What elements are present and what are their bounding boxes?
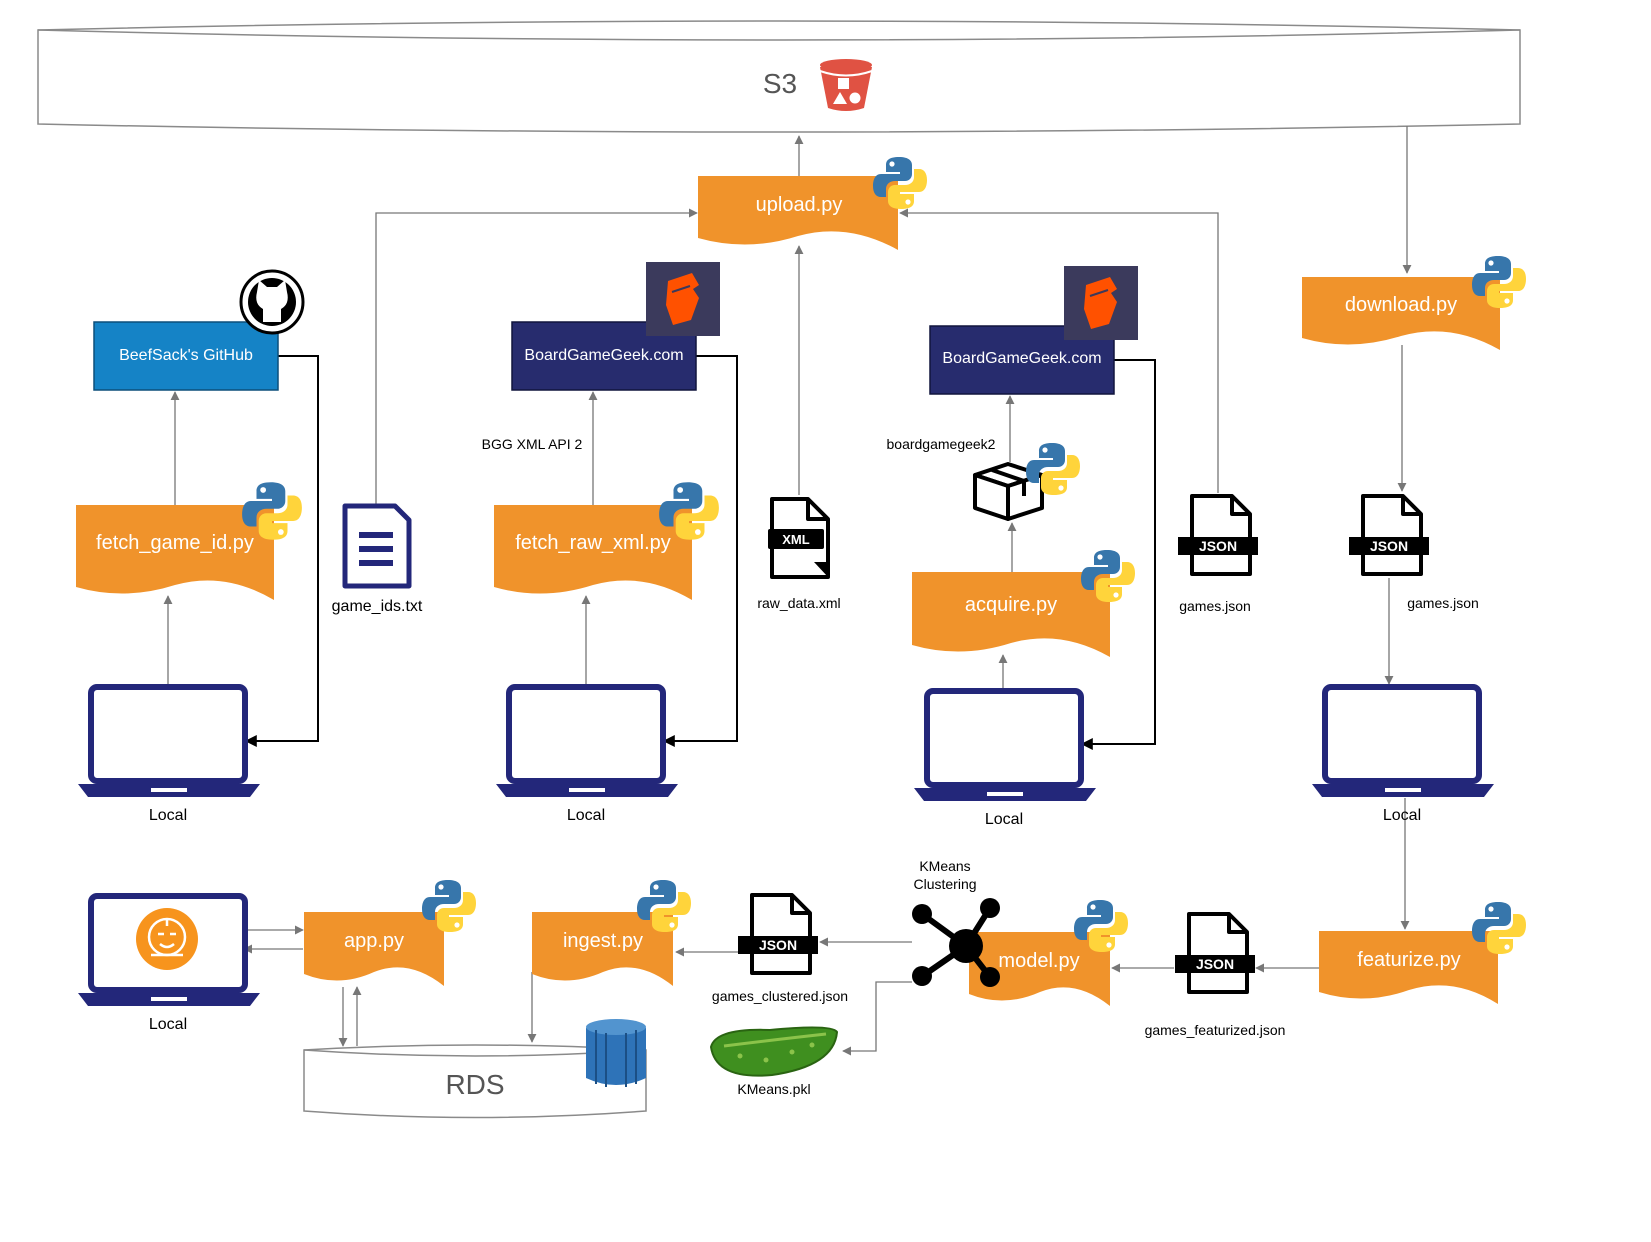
script-fetch-game-id: fetch_game_id.py: [76, 482, 302, 600]
json-file-icon: [1173, 912, 1257, 994]
json-badge: JSON: [1196, 956, 1234, 972]
json-file-icon: [1347, 494, 1431, 576]
local-label: Local: [149, 1016, 187, 1033]
json-badge: JSON: [1370, 538, 1408, 554]
local-machine-1: Local: [78, 687, 260, 824]
local-machine-4: Local: [1312, 687, 1494, 824]
package-boardgamegeek2: boardgamegeek2: [887, 436, 1080, 521]
app-logo-icon: [136, 908, 198, 970]
github-icon: [239, 269, 305, 335]
document-icon: [342, 503, 412, 589]
script-ingest-label: ingest.py: [563, 930, 643, 952]
package-icon: [973, 462, 1044, 521]
file-games-clustered-label: games_clustered.json: [712, 988, 848, 1004]
script-fetch-raw-xml-label: fetch_raw_xml.py: [515, 532, 671, 554]
s3-storage: S3: [37, 20, 1521, 133]
cluster-icon: [912, 898, 1000, 987]
script-model-label: model.py: [998, 950, 1079, 972]
local-machine-3: Local: [914, 691, 1096, 828]
script-download: download.py: [1302, 256, 1526, 350]
file-game-ids: game_ids.txt: [332, 503, 423, 615]
xml-badge: XML: [782, 532, 810, 547]
local-label: Local: [1383, 807, 1421, 824]
json-file-icon: [736, 893, 820, 975]
script-download-label: download.py: [1345, 294, 1457, 316]
connector-github-to-local: [244, 355, 319, 747]
laptop-icon: [78, 687, 260, 797]
bgg-source-2-label: BoardGameGeek.com: [942, 350, 1101, 367]
script-fetch-game-id-label: fetch_game_id.py: [96, 532, 254, 554]
connector-gamesjson-to-upload: [899, 208, 1219, 493]
rds-label: RDS: [445, 1069, 504, 1100]
rds-icon: [586, 1019, 646, 1087]
boardgamegeek-icon: [646, 262, 720, 336]
kmeans-label: KMeans: [919, 858, 970, 874]
script-acquire-label: acquire.py: [965, 594, 1057, 616]
json-file-icon: [1176, 494, 1260, 576]
connector-bgg1-to-local: [662, 355, 738, 747]
file-games-featurized: JSON games_featurized.json: [1145, 912, 1286, 1038]
file-kmeans-pkl: KMeans.pkl: [709, 1026, 839, 1097]
file-raw-data-label: raw_data.xml: [757, 595, 840, 611]
file-raw-data: XML raw_data.xml: [757, 497, 841, 611]
local-label: Local: [985, 811, 1023, 828]
s3-bucket-icon: [819, 59, 873, 111]
script-upload: upload.py: [698, 157, 927, 250]
return-connectors: [244, 355, 1156, 750]
laptop-icon: [914, 691, 1096, 801]
bgg-source-1-label: BoardGameGeek.com: [524, 347, 683, 364]
json-badge: JSON: [759, 937, 797, 953]
clustering-label: Clustering: [913, 876, 976, 892]
s3-label: S3: [763, 68, 797, 99]
laptop-icon: [496, 687, 678, 797]
file-games-json-1-label: games.json: [1179, 598, 1251, 614]
bgg-source-1: BoardGameGeek.com: [511, 262, 720, 391]
script-app-label: app.py: [344, 930, 404, 952]
script-ingest: ingest.py: [532, 880, 691, 986]
script-fetch-raw-xml: fetch_raw_xml.py: [494, 482, 719, 600]
github-source: BeefSack's GitHub: [93, 269, 305, 391]
file-games-featurized-label: games_featurized.json: [1145, 1022, 1286, 1038]
file-games-json-2: JSON games.json: [1347, 494, 1479, 611]
boardgamegeek2-label: boardgamegeek2: [887, 436, 996, 452]
boardgamegeek-icon: [1064, 266, 1138, 340]
file-games-clustered: JSON games_clustered.json: [712, 893, 848, 1004]
json-badge: JSON: [1199, 538, 1237, 554]
connector-bgg2-to-local: [1080, 359, 1156, 750]
laptop-icon: [1312, 687, 1494, 797]
script-featurize-label: featurize.py: [1357, 949, 1460, 971]
local-label: Local: [567, 807, 605, 824]
file-game-ids-label: game_ids.txt: [332, 598, 423, 615]
connector-model-to-pickle: [842, 981, 912, 1056]
kmeans-clustering: KMeans Clustering: [912, 858, 1000, 987]
script-upload-label: upload.py: [756, 194, 843, 216]
bgg-source-2: BoardGameGeek.com: [929, 266, 1138, 395]
bgg-xml-api-label: BGG XML API 2: [482, 436, 583, 452]
file-games-json-1: JSON games.json: [1176, 494, 1260, 614]
script-model: model.py: [969, 900, 1128, 1006]
local-label: Local: [149, 807, 187, 824]
connectors: [163, 126, 1412, 1056]
local-machine-5: Local: [78, 896, 260, 1033]
connector-gameids-to-upload: [375, 208, 698, 505]
local-machine-2: Local: [496, 687, 678, 824]
script-app: app.py: [304, 880, 476, 986]
script-acquire: acquire.py: [912, 550, 1135, 657]
pickle-icon: [709, 1026, 839, 1077]
file-kmeans-pkl-label: KMeans.pkl: [737, 1081, 810, 1097]
rds-storage: RDS: [303, 1019, 647, 1119]
script-featurize: featurize.py: [1319, 902, 1526, 1004]
file-games-json-2-label: games.json: [1407, 595, 1479, 611]
github-source-label: BeefSack's GitHub: [119, 347, 253, 364]
